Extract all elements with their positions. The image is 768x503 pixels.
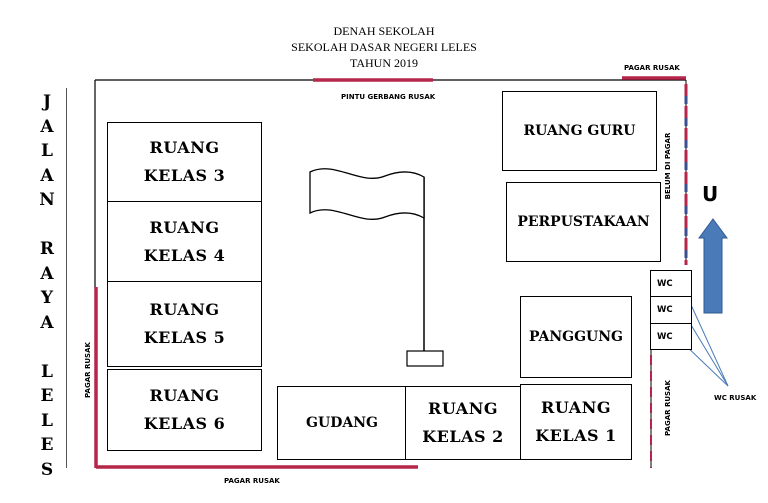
- room-label: RUANG: [149, 138, 220, 157]
- road-letter: A: [40, 116, 54, 137]
- road-label: J A L A N R A Y A L E L E S: [34, 90, 60, 482]
- road-letter: A: [40, 165, 54, 186]
- label-belum-di-pagar: BELUM DI PAGAR: [664, 132, 672, 200]
- room-perpustakaan: PERPUSTAKAAN: [506, 182, 661, 262]
- road-letter: L: [41, 361, 53, 382]
- room-label: WC: [657, 305, 673, 315]
- room-label: KELAS 4: [143, 245, 226, 265]
- road-letter: S: [40, 459, 54, 480]
- room-label: RUANG: [149, 300, 220, 319]
- road-letter: A: [40, 312, 54, 333]
- flag-base: [406, 350, 444, 367]
- room-label: KELAS 1: [535, 426, 617, 445]
- room-gudang: GUDANG: [277, 386, 407, 460]
- road-letter: L: [41, 141, 53, 161]
- room-label: RUANG: [541, 398, 611, 417]
- label-wc-rusak: WC RUSAK: [714, 394, 757, 402]
- label-pagar-rusak-left: PAGAR RUSAK: [84, 342, 92, 398]
- room-kelas-5: RUANG KELAS 5: [107, 281, 262, 367]
- road-letter: N: [39, 190, 55, 210]
- room-kelas-3: RUANG KELAS 3: [107, 122, 262, 202]
- label-pagar-rusak-top: PAGAR RUSAK: [624, 64, 680, 72]
- room-wc-1: WC: [650, 270, 692, 297]
- road-letter: J: [42, 92, 52, 112]
- room-wc-2: WC: [650, 296, 692, 324]
- north-arrow-icon: [698, 218, 728, 314]
- road-letter: E: [40, 435, 54, 455]
- room-label: KELAS 6: [143, 414, 226, 433]
- room-label: KELAS 3: [143, 166, 226, 185]
- room-label: KELAS 2: [422, 427, 504, 446]
- room-label: GUDANG: [306, 415, 378, 431]
- room-kelas-1: RUANG KELAS 1: [520, 384, 632, 460]
- label-pagar-rusak-bottom: PAGAR RUSAK: [224, 477, 280, 485]
- north-label: U: [702, 182, 719, 206]
- map-year: TAHUN 2019: [349, 56, 419, 70]
- room-label: RUANG: [428, 399, 498, 418]
- road-letter: A: [40, 263, 54, 284]
- room-label: RUANG: [149, 217, 220, 237]
- school-name: SEKOLAH DASAR NEGERI LELES: [291, 40, 477, 54]
- room-wc-3: WC: [650, 323, 692, 350]
- room-label: RUANG: [149, 386, 220, 405]
- label-pagar-rusak-right: PAGAR RUSAK: [664, 380, 672, 436]
- map-title: DENAH SEKOLAH: [333, 24, 435, 38]
- road-letter: E: [40, 386, 54, 406]
- flag-cloth: [309, 168, 425, 220]
- room-label: PERPUSTAKAAN: [517, 214, 650, 230]
- room-label: WC: [657, 278, 673, 289]
- room-ruang-guru: RUANG GURU: [502, 91, 657, 171]
- room-kelas-4: RUANG KELAS 4: [107, 201, 262, 282]
- room-label: KELAS 5: [143, 328, 226, 347]
- room-panggung: PANGGUNG: [520, 296, 632, 378]
- road-edge-line: [66, 88, 67, 468]
- room-label: WC: [657, 331, 673, 342]
- room-label: RUANG GURU: [523, 123, 636, 139]
- road-letter: R: [39, 239, 55, 259]
- room-label: PANGGUNG: [528, 329, 624, 345]
- label-pintu-gerbang: PINTU GERBANG RUSAK: [341, 93, 436, 101]
- room-kelas-6: RUANG KELAS 6: [107, 369, 262, 451]
- road-letter: Y: [40, 288, 54, 308]
- room-kelas-2: RUANG KELAS 2: [405, 386, 521, 460]
- road-letter: L: [41, 410, 53, 431]
